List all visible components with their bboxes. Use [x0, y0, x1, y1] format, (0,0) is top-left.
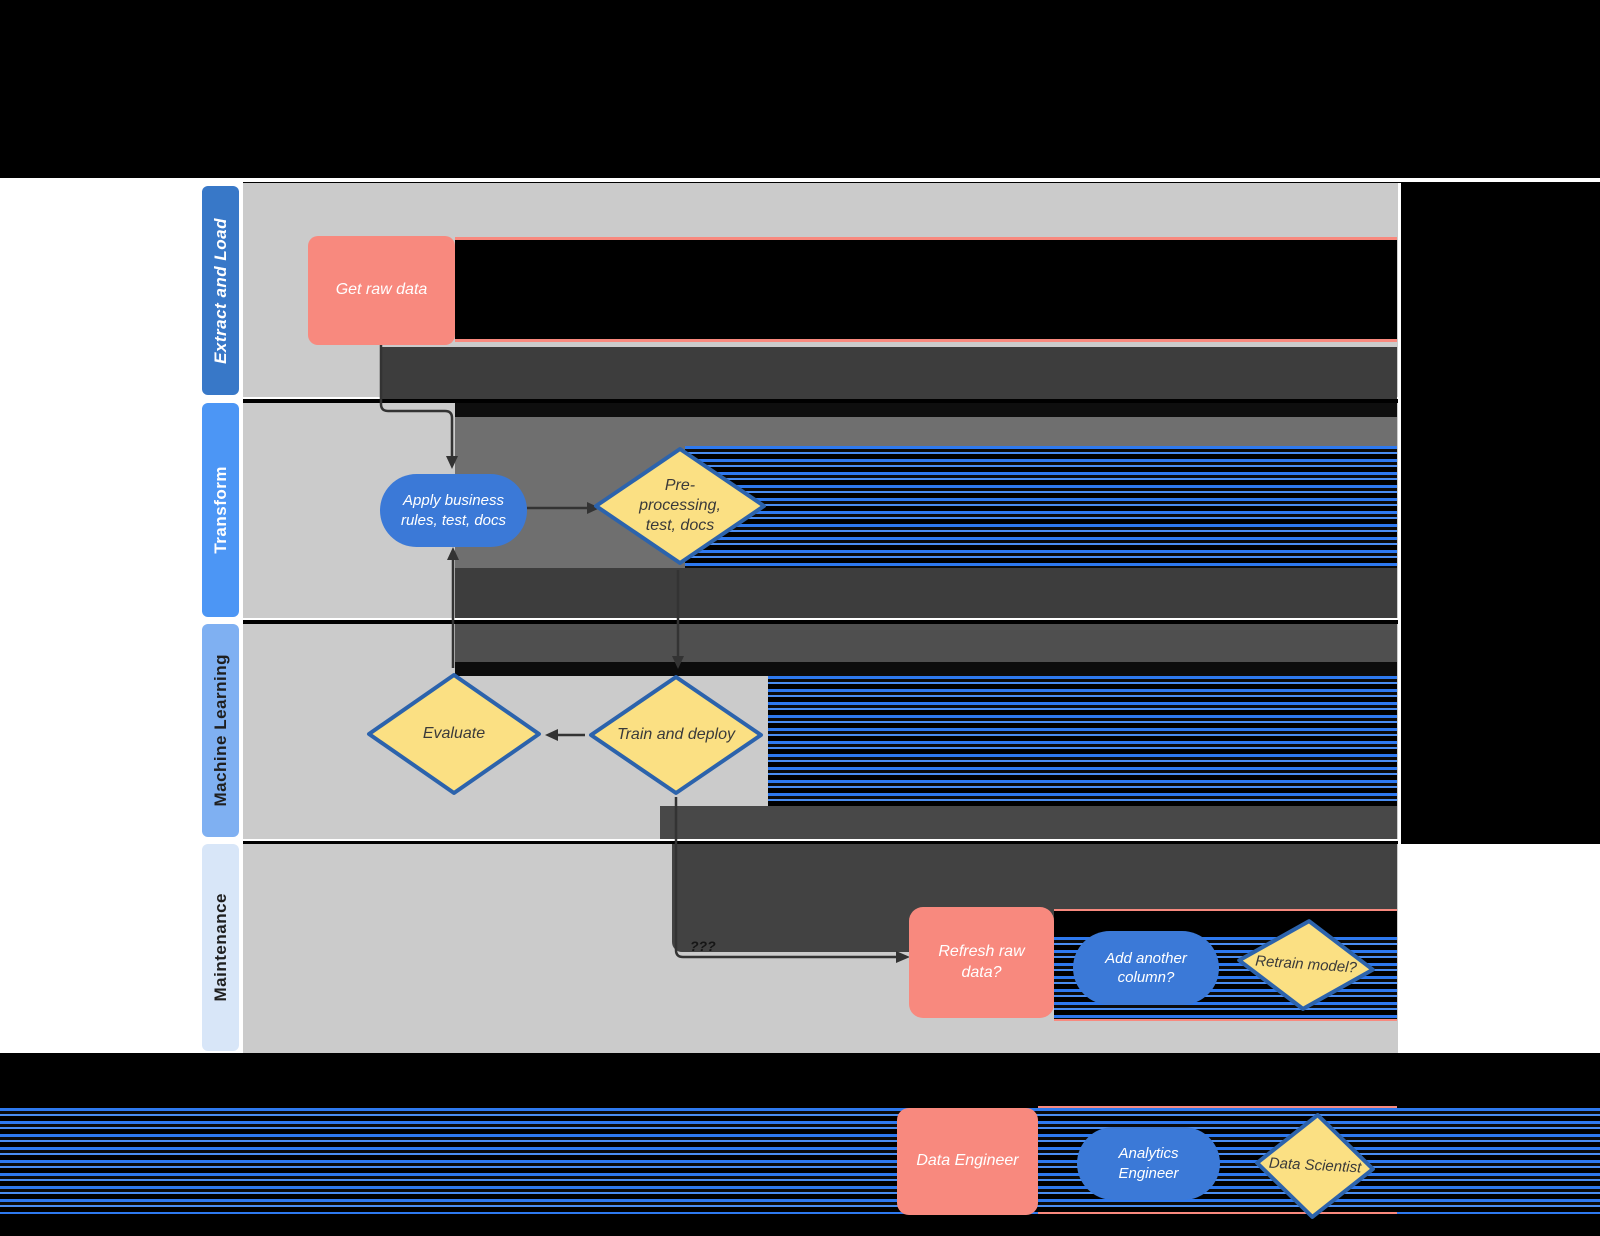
node-train-and-deploy[interactable]: Train and deploy: [587, 673, 765, 797]
artifact-band-black: [455, 662, 1397, 676]
legend-label: Analytics Engineer: [1118, 1145, 1179, 1182]
arrowhead-right: [896, 951, 910, 963]
node-preprocessing[interactable]: Pre-processing, test, docs: [592, 445, 768, 567]
connector-label: ???: [690, 938, 716, 954]
node-label: Add another column?: [1105, 949, 1187, 987]
diamond-shape-icon: [1255, 1113, 1375, 1219]
legend-label: Data Engineer: [916, 1152, 1019, 1170]
node-retrain-model[interactable]: Retrain model?: [1233, 913, 1379, 1017]
artifact-band-gray: [455, 417, 1397, 446]
artifact-band-scanlines: [685, 446, 1397, 568]
arrow-get-raw-to-apply: [379, 345, 454, 458]
lane-label-machine-learning[interactable]: Machine Learning: [202, 624, 239, 837]
diamond-shape-icon: [1237, 919, 1375, 1011]
lane-separator: [243, 839, 1400, 841]
diamond-shape-icon: [589, 675, 763, 795]
legend-analytics-engineer[interactable]: Analytics Engineer: [1077, 1127, 1220, 1200]
artifact-band-black: [455, 237, 1397, 342]
artifact-line-salmon: [1038, 1106, 1397, 1108]
diamond-shape-icon: [594, 447, 766, 565]
node-evaluate[interactable]: Evaluate: [365, 671, 543, 797]
lane-separator: [243, 618, 1400, 620]
arrowhead-down: [446, 456, 458, 469]
arrowhead-down: [672, 656, 684, 669]
node-label: Apply business rules, test, docs: [400, 492, 507, 529]
page-divider-line: [0, 178, 1600, 182]
artifact-band-gray: [455, 624, 1397, 662]
artifact-band-dark: [660, 806, 1397, 839]
artifact-band-black: [455, 403, 1397, 417]
node-label: Pre-processing, test, docs: [639, 477, 721, 534]
artifact-band-dark: [381, 347, 1397, 399]
node-refresh-raw-data[interactable]: Refresh raw data?: [909, 907, 1054, 1018]
arrowhead-left: [545, 729, 558, 741]
legend-data-engineer[interactable]: Data Engineer: [897, 1108, 1038, 1215]
artifact-line-salmon: [1038, 1212, 1397, 1214]
arrowhead-right: [587, 502, 600, 514]
legend-label: Data Scientist: [1268, 1154, 1362, 1177]
lane-label-maintenance[interactable]: Maintenance: [202, 844, 239, 1051]
legend-data-scientist[interactable]: Data Scientist: [1251, 1109, 1378, 1223]
lane-label-extract-and-load[interactable]: Extract and Load: [202, 186, 239, 395]
node-add-another-column[interactable]: Add another column?: [1073, 931, 1219, 1005]
lane-label-transform[interactable]: Transform: [202, 403, 239, 617]
arrowhead-up: [447, 547, 459, 560]
node-apply-business-rules[interactable]: Apply business rules, test, docs: [380, 474, 527, 547]
node-label: Get raw data: [335, 281, 428, 299]
node-label: Refresh raw data?: [938, 942, 1025, 981]
page-right-margin: [1400, 844, 1600, 1053]
diamond-shape-icon: [367, 673, 541, 795]
artifact-band-dark: [455, 568, 1397, 618]
node-get-raw-data[interactable]: Get raw data: [308, 236, 455, 345]
artifact-band-scanlines: [768, 676, 1397, 806]
node-label: Evaluate: [422, 725, 486, 742]
node-label: Retrain model?: [1254, 952, 1358, 977]
arrow-train-to-refresh: [674, 797, 898, 959]
node-label: Train and deploy: [617, 726, 735, 743]
